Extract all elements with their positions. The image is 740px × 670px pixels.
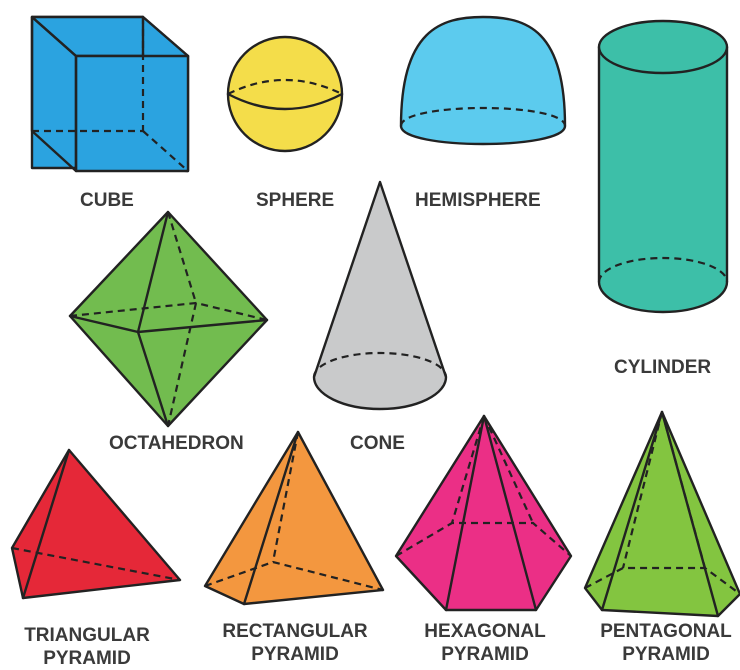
- sphere-label: SPHERE: [256, 190, 335, 211]
- triangular-pyramid-label: TRIANGULAR PYRAMID: [22, 624, 152, 670]
- pentagonal-pyramid-label: PENTAGONAL PYRAMID: [595, 620, 737, 666]
- hemisphere: [399, 15, 567, 146]
- cylinder: [597, 19, 729, 314]
- hexagonal-pyramid-label-line1: HEXAGONAL: [424, 621, 546, 642]
- octahedron-label: OCTAHEDRON: [109, 433, 244, 454]
- triangular-pyramid-label-line1: TRIANGULAR: [24, 625, 150, 646]
- hexagonal-pyramid-label: HEXAGONAL PYRAMID: [415, 620, 555, 666]
- cube: [30, 15, 190, 173]
- cylinder-label: CYLINDER: [614, 357, 712, 378]
- sphere: [226, 35, 344, 153]
- hexagonal-pyramid-label-line2: PYRAMID: [441, 644, 529, 665]
- pentagonal-pyramid-label-line1: PENTAGONAL: [600, 621, 732, 642]
- hexagonal-pyramid: [394, 414, 573, 612]
- rectangular-pyramid-label-line2: PYRAMID: [251, 644, 339, 665]
- hemisphere-label: HEMISPHERE: [415, 190, 541, 211]
- pentagonal-pyramid-label-line2: PYRAMID: [622, 644, 710, 665]
- cone-label: CONE: [350, 433, 405, 454]
- rectangular-pyramid-label: RECTANGULAR PYRAMID: [212, 620, 378, 666]
- triangular-pyramid: [10, 448, 182, 600]
- cone: [312, 180, 448, 411]
- rectangular-pyramid: [203, 430, 385, 606]
- pentagonal-pyramid: [583, 410, 740, 618]
- rectangular-pyramid-label-line1: RECTANGULAR: [222, 621, 368, 642]
- triangular-pyramid-label-line2: PYRAMID: [43, 648, 131, 669]
- octahedron: [68, 210, 269, 428]
- cube-label: CUBE: [80, 190, 134, 211]
